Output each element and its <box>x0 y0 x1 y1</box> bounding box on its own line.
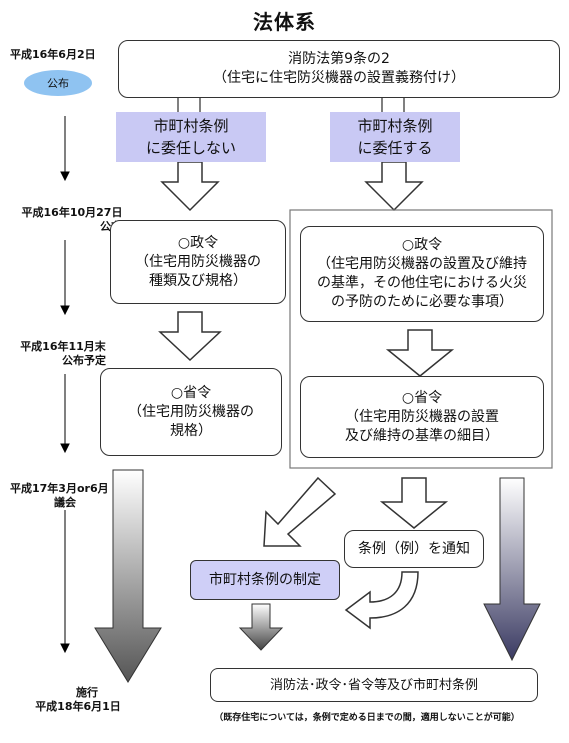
ministerial-order-left: ○省令 （住宅用防災機器の 規格） <box>100 368 282 456</box>
branch-not-delegated: 市町村条例 に委任しない <box>116 112 266 162</box>
cabinet-order-left: ○政令 （住宅用防災機器の 種類及び規格） <box>110 220 286 304</box>
fire-service-act-box: 消防法第9条の2 （住宅に住宅防災機器の設置義務付け） <box>118 40 560 98</box>
municipal-enactment-box: 市町村条例の制定 <box>190 560 340 600</box>
promulgation-badge: 公布 <box>24 70 92 96</box>
final-laws-box: 消防法･政令･省令等及び市町村条例 <box>210 668 538 702</box>
cabinet-order-right: ○政令 （住宅用防災機器の設置及び維持 の基準，その他住宅における火災 の予防の… <box>300 226 544 322</box>
model-ordinance-box: 条例（例）を通知 <box>344 530 484 568</box>
date-assembly: 平成17年3月or6月 議会 <box>10 482 109 509</box>
diagram-title: 法体系 <box>253 10 316 34</box>
date-promulgation: 平成16年6月2日 <box>10 48 96 61</box>
ministerial-order-right: ○省令 （住宅用防災機器の設置 及び維持の基準の細目） <box>300 376 544 458</box>
branch-delegated: 市町村条例 に委任する <box>330 112 460 162</box>
footnote: （既存住宅については，条例で定める日までの間，適用しないことが可能） <box>214 713 520 723</box>
date-ministerial-order: 平成16年11月末 公布予定 <box>20 340 106 367</box>
date-enforcement: 施行 平成18年6月1日 <box>35 686 121 713</box>
